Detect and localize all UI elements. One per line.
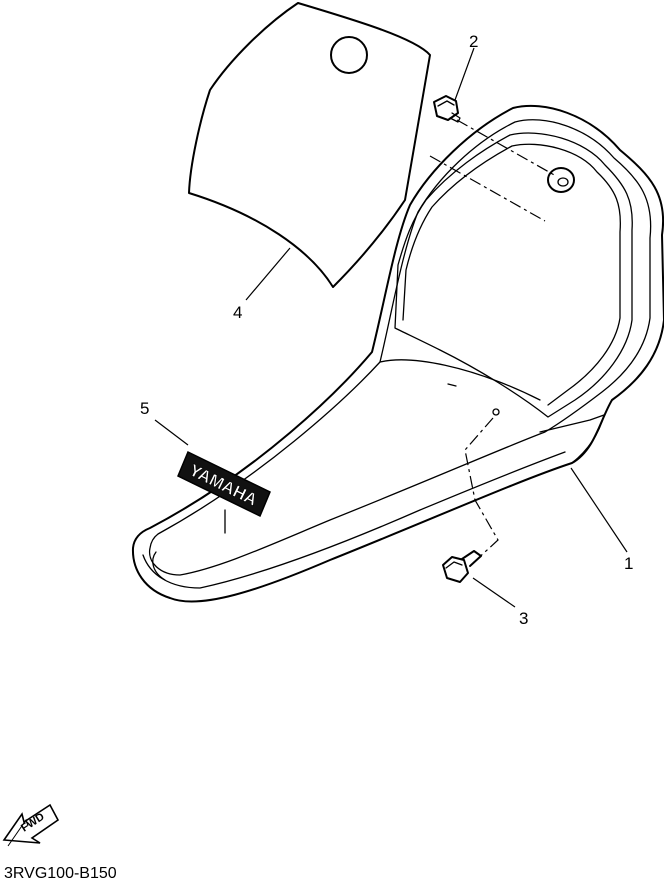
callout-4: 4 <box>233 303 242 322</box>
emblem-part: YAMAHA <box>177 450 271 518</box>
callout-5: 5 <box>140 399 149 418</box>
bolt-top-part <box>433 95 461 123</box>
callout-3: 3 <box>519 609 528 628</box>
seat-cover-panel-part <box>188 2 431 288</box>
callout-1: 1 <box>624 554 633 573</box>
panel-hole <box>330 36 368 74</box>
seat-hole <box>547 167 575 193</box>
bolt-bottom-part <box>442 550 482 583</box>
fwd-arrow-icon: FWD <box>2 803 60 847</box>
seat-part <box>131 104 664 603</box>
drawing-code: 3RVG100-B150 <box>4 865 117 880</box>
callout-2: 2 <box>469 32 478 51</box>
